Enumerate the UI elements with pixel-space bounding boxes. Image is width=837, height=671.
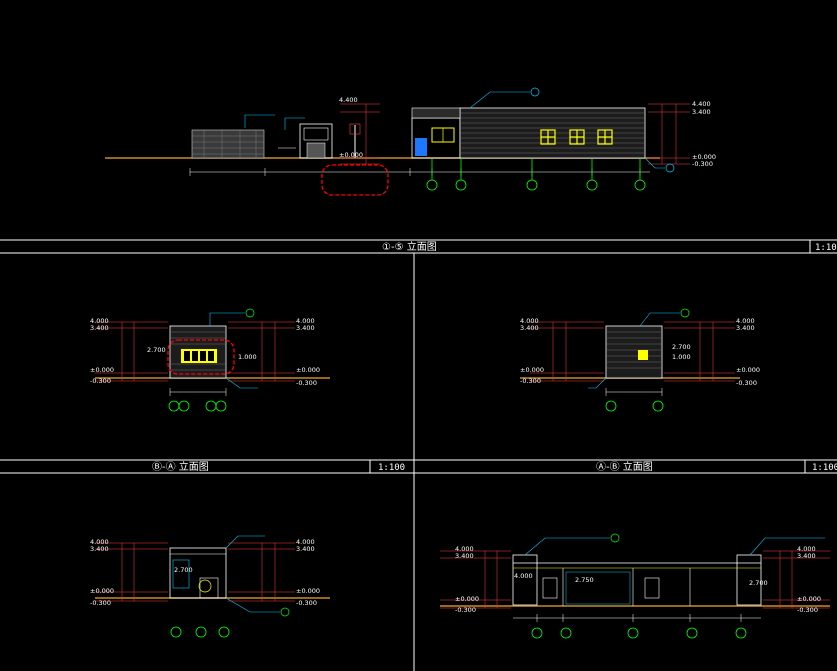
mid-right-elevation: 4.000 3.400 ±0.000 -0.300 4.000 3.400 2.… xyxy=(520,308,760,412)
mid-right-panel-scale: 1:100 xyxy=(812,463,837,473)
br-level-0000-right: ±0.000 xyxy=(797,595,821,603)
bl-level-0300-right: -0.300 xyxy=(296,599,317,607)
top-level-3400: 3.400 xyxy=(692,108,711,116)
ml-level-4000-right: 4.000 xyxy=(296,317,315,325)
top-level-ground: ±0.000 xyxy=(692,153,716,161)
mid-left-elevation: 4.000 3.400 2.700 ±0.000 -0.300 4.000 3.… xyxy=(90,308,330,412)
ml-level-1000: 1.000 xyxy=(238,353,257,361)
ml-level-3400-right: 3.400 xyxy=(296,324,315,332)
br-level-4000-right: 4.000 xyxy=(797,545,816,553)
panel-frames xyxy=(0,239,837,671)
bl-level-2700: 2.700 xyxy=(174,566,193,574)
mr-level-4000-left: 4.000 xyxy=(520,317,539,325)
mr-level-0300-left: -0.300 xyxy=(520,377,541,385)
br-level-3100: 4.000 xyxy=(514,572,533,580)
top-left-level-4400: 4.400 xyxy=(339,96,358,104)
mr-level-1000: 1.000 xyxy=(672,353,691,361)
bl-level-4000-left: 4.000 xyxy=(90,538,109,546)
ml-level-3400-left: 3.400 xyxy=(90,324,109,332)
mid-left-panel-scale: 1:100 xyxy=(378,463,405,473)
ml-level-2700: 2.700 xyxy=(147,346,166,354)
mr-level-3400-right: 3.400 xyxy=(736,324,755,332)
br-room-height: 2.750 xyxy=(575,576,594,584)
bottom-left-section: 4.000 3.400 2.700 ±0.000 -0.300 4.000 3.… xyxy=(90,535,330,638)
mr-level-3400-left: 3.400 xyxy=(520,324,539,332)
mid-left-panel-title: Ⓑ-Ⓐ 立面图 xyxy=(152,460,209,473)
ml-level-0000-right: ±0.000 xyxy=(296,366,320,374)
br-level-0300-left: -0.300 xyxy=(455,606,476,614)
top-level-4400: 4.400 xyxy=(692,100,711,108)
top-left-level-ground: ±0.000 xyxy=(339,151,363,159)
br-level-4000-left: 4.000 xyxy=(455,545,474,553)
br-level-3400-left: 3.400 xyxy=(455,552,474,560)
bl-level-0000-left: ±0.000 xyxy=(90,587,114,595)
bl-level-3400-left: 3.400 xyxy=(90,545,109,553)
top-level-minus: -0.300 xyxy=(692,160,713,168)
ml-level-0000-left: ±0.000 xyxy=(90,366,114,374)
br-level-0300-right: -0.300 xyxy=(797,606,818,614)
mid-right-panel-title: Ⓐ-Ⓑ 立面图 xyxy=(596,460,653,473)
mr-level-2700: 2.700 xyxy=(672,343,691,351)
br-level-2700: 2.700 xyxy=(749,579,768,587)
bl-level-4000-right: 4.000 xyxy=(296,538,315,546)
br-level-0000-left: ±0.000 xyxy=(455,595,479,603)
ml-level-0300-right: -0.300 xyxy=(296,379,317,387)
bl-level-3400-right: 3.400 xyxy=(296,545,315,553)
mr-level-0300-right: -0.300 xyxy=(736,379,757,387)
top-panel-scale: 1:100 xyxy=(815,243,837,253)
bottom-right-section: 2.750 4.000 3.400 4.000 ±0.000 -0.300 4.… xyxy=(440,533,830,639)
mr-level-0000-right: ±0.000 xyxy=(736,366,760,374)
mr-level-0000-left: ±0.000 xyxy=(520,366,544,374)
mr-level-4000-right: 4.000 xyxy=(736,317,755,325)
bl-level-0300-left: -0.300 xyxy=(90,599,111,607)
ml-level-0300-left: -0.300 xyxy=(90,377,111,385)
ml-level-4000-left: 4.000 xyxy=(90,317,109,325)
top-panel-title: ①-⑤ 立面图 xyxy=(382,240,437,253)
top-elevation: 4.400 3.400 ±0.000 -0.300 4.400 ±0.000 xyxy=(105,87,716,196)
bl-level-0000-right: ±0.000 xyxy=(296,587,320,595)
br-level-3400-right: 3.400 xyxy=(797,552,816,560)
